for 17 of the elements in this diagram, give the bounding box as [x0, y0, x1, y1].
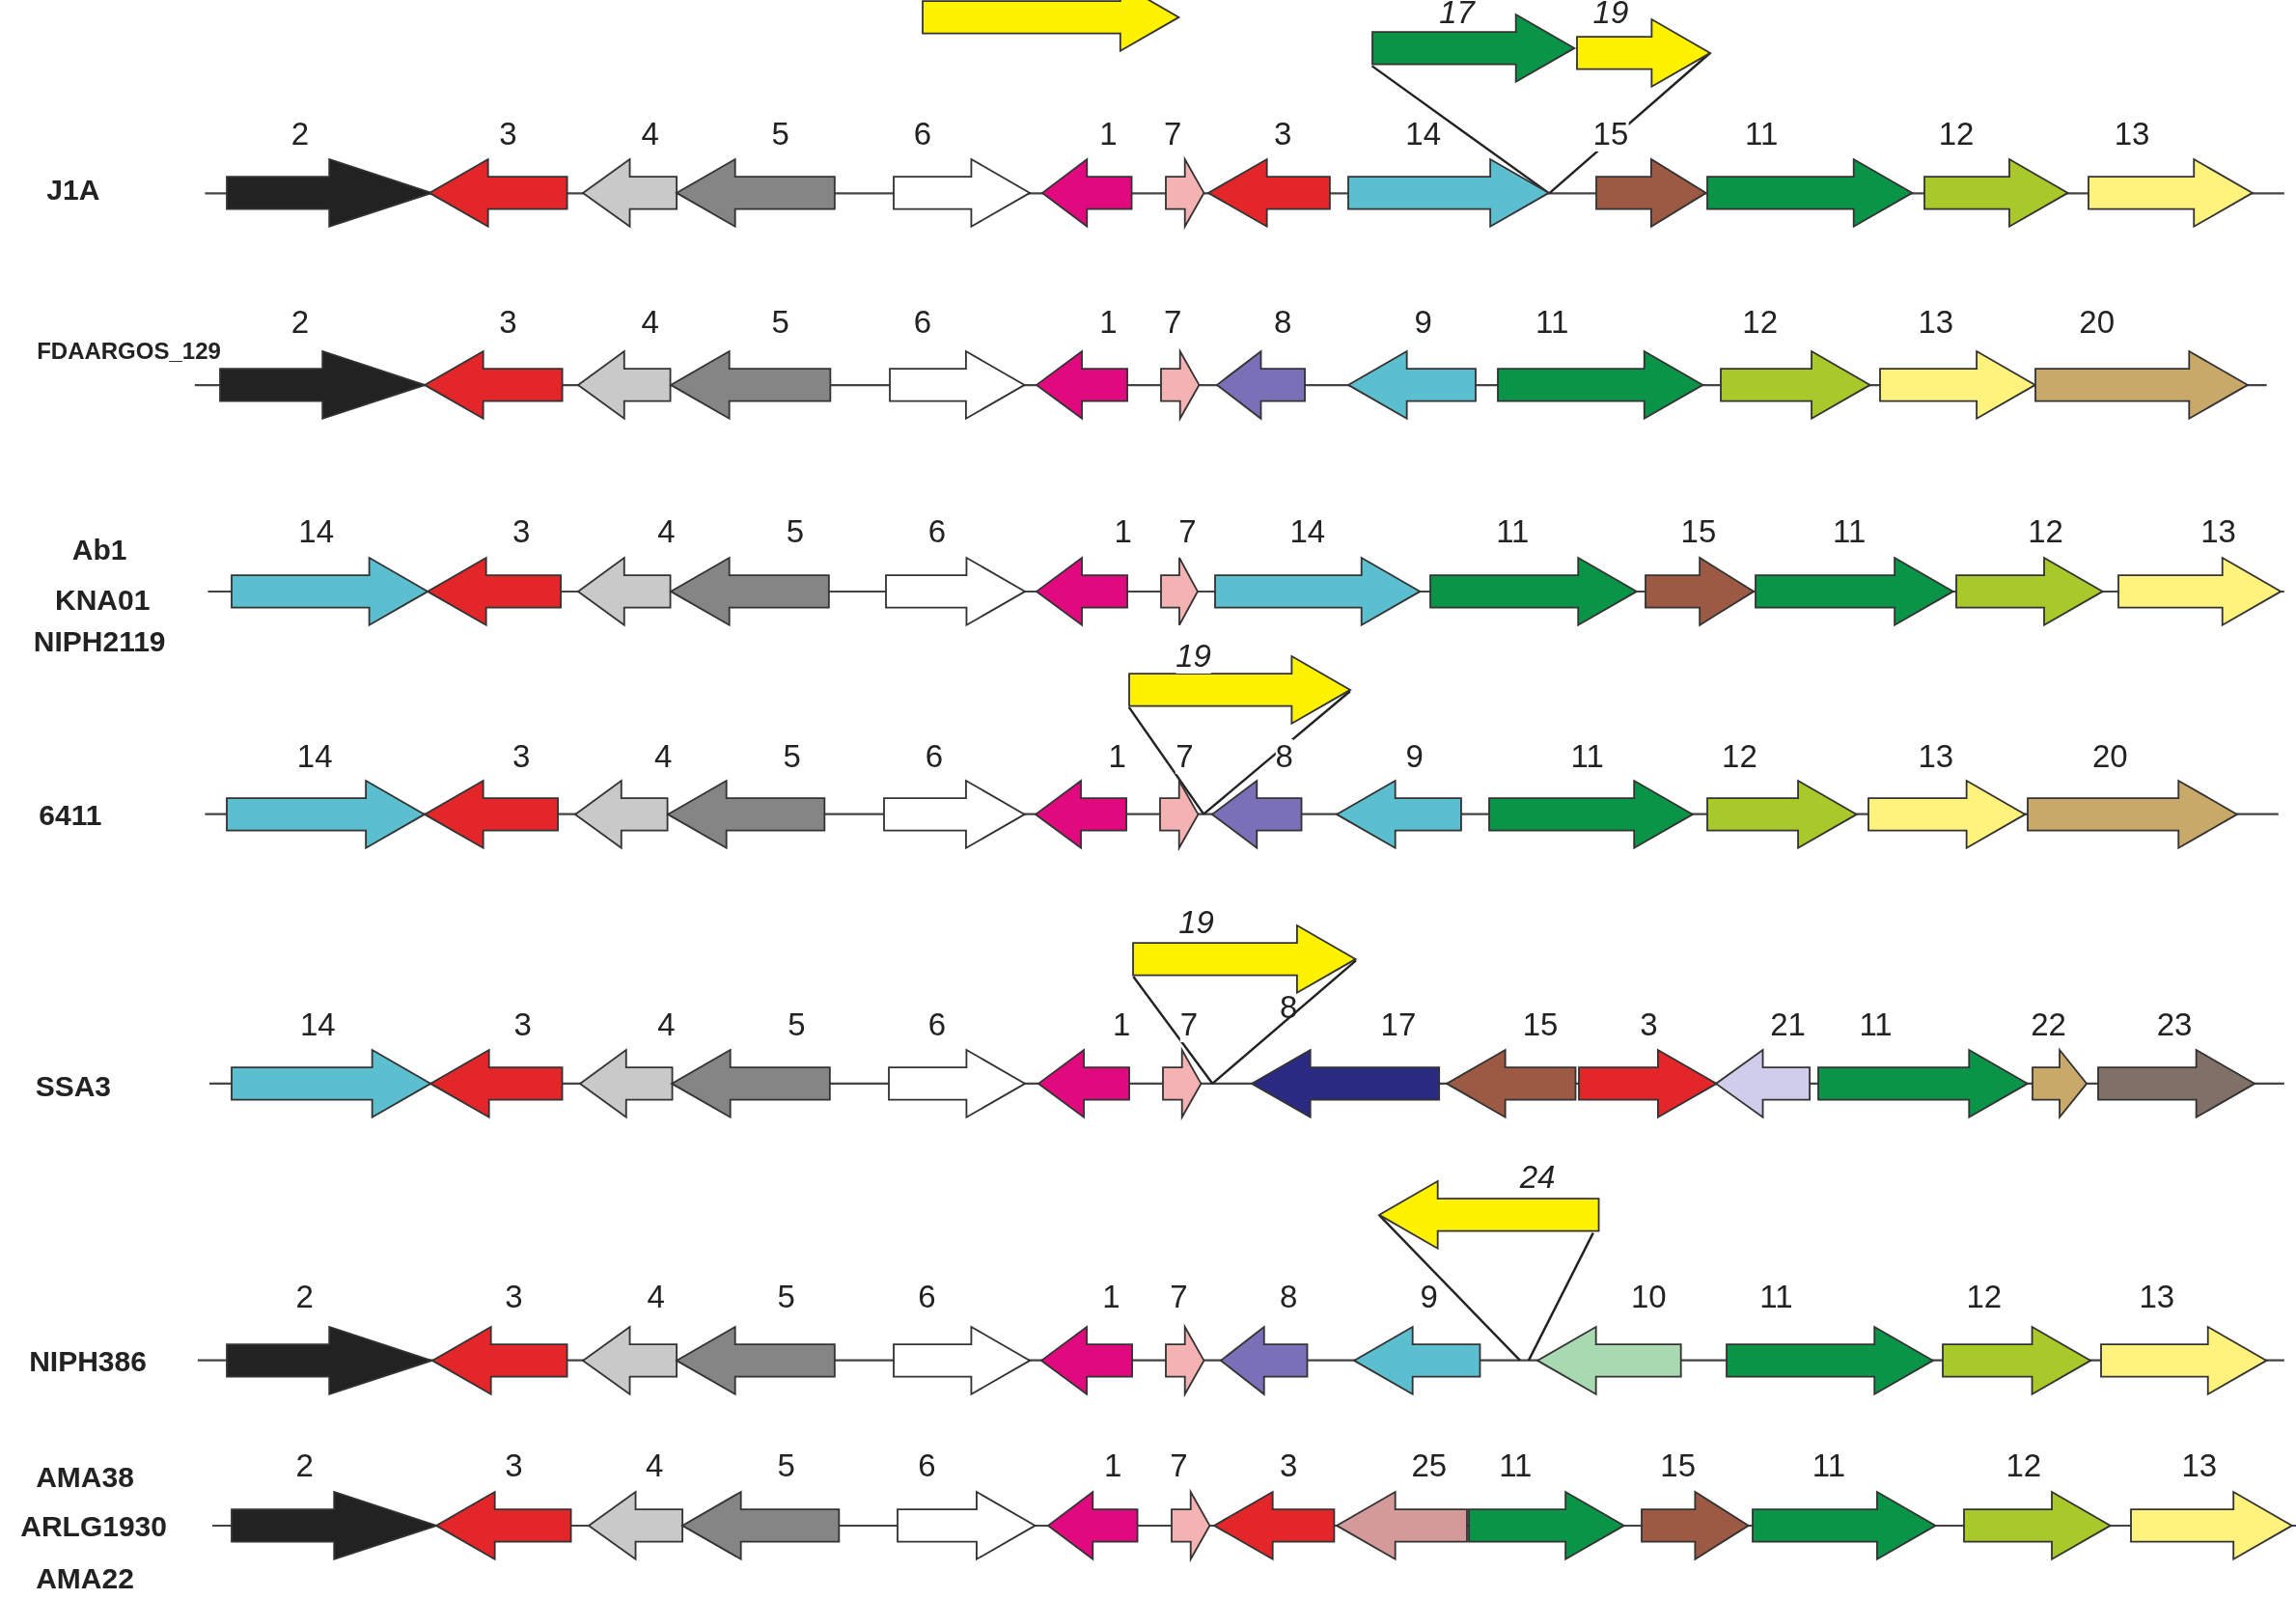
strain-name: NIPH2119 — [33, 624, 166, 658]
strain-name: AMA22 — [36, 1561, 134, 1595]
strain-name: Ab1 — [71, 534, 127, 567]
insertion-line — [1203, 690, 1351, 815]
strain-name: ARLG1930 — [20, 1510, 167, 1544]
strain-name: FDAARGOS_129 — [37, 337, 221, 367]
insertion-line — [1378, 1214, 1521, 1362]
insertion-line — [1211, 959, 1357, 1085]
insertion-line — [1527, 1232, 1594, 1362]
strain-name: NIPH386 — [29, 1345, 147, 1378]
strain-name: AMA38 — [36, 1460, 134, 1494]
insertion-line — [1132, 976, 1214, 1085]
strain-name: J1A — [46, 174, 100, 207]
strain-name: KNA01 — [55, 584, 151, 618]
insertion-line — [1127, 706, 1205, 815]
strain-name: SSA3 — [35, 1069, 112, 1103]
strain-name: 6411 — [39, 799, 102, 833]
